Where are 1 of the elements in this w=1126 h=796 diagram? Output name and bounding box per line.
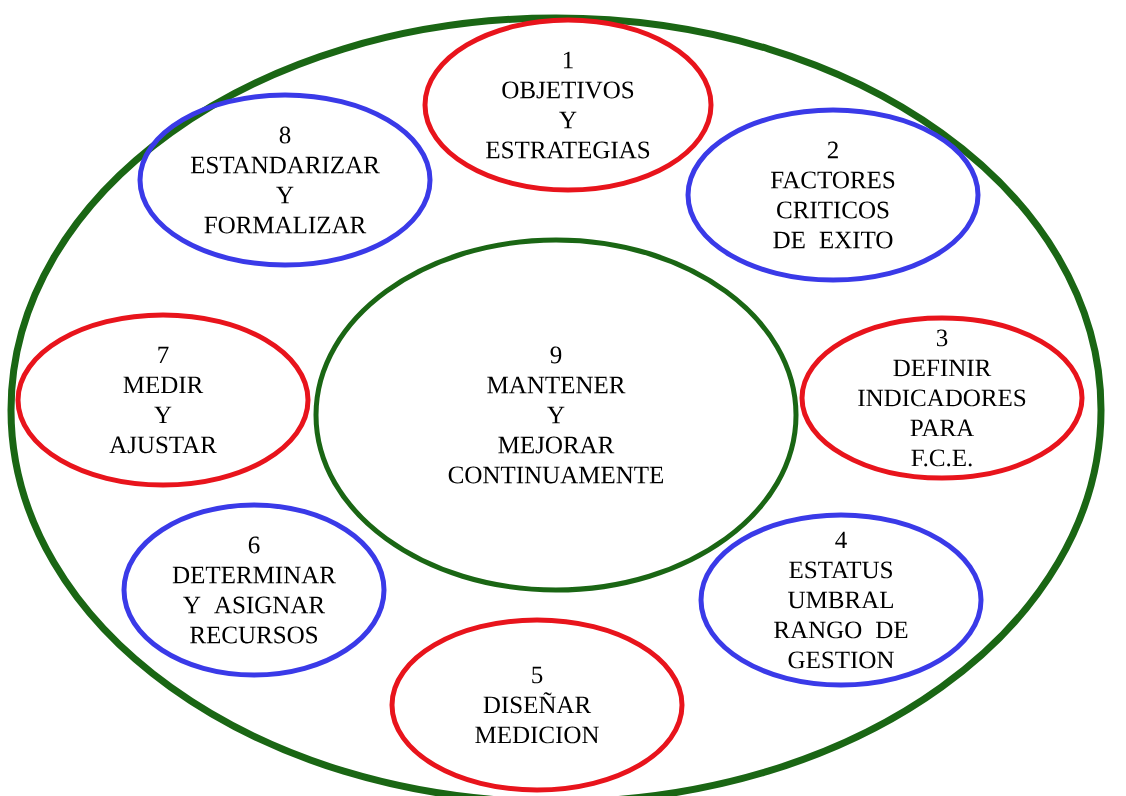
outer-ring <box>7 14 1105 796</box>
